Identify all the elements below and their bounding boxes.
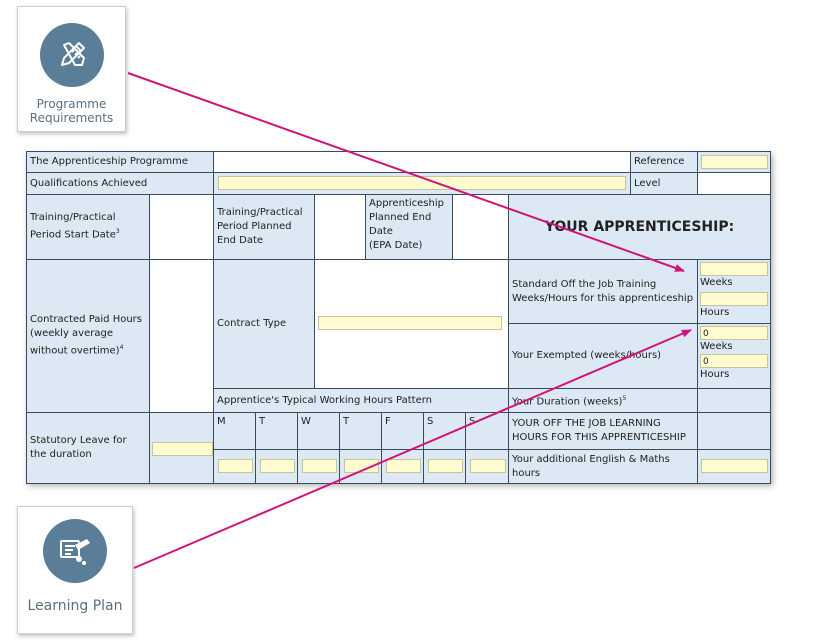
standard-hours-input[interactable] xyxy=(700,292,768,306)
start-date-label: Training/Practical Period Start Date3 xyxy=(26,194,150,260)
planned-end-field[interactable] xyxy=(314,194,366,260)
day-input-tue[interactable] xyxy=(260,459,295,473)
weeks-unit-label: Weeks xyxy=(700,341,733,352)
day-input-wed[interactable] xyxy=(302,459,337,473)
exempted-hours-input[interactable]: 0 xyxy=(700,354,768,368)
start-date-field[interactable] xyxy=(149,194,214,260)
pencil-ruler-icon xyxy=(39,23,104,87)
programme-label: The Apprenticeship Programme xyxy=(26,151,214,173)
reference-label: Reference xyxy=(630,151,698,173)
form-grid: The Apprenticeship Programme Reference Q… xyxy=(26,151,771,484)
day-column-mon: M xyxy=(213,412,256,484)
duration-field[interactable] xyxy=(697,388,771,413)
standard-weeks-input[interactable] xyxy=(700,262,768,276)
hours-unit-label: Hours xyxy=(700,307,730,318)
exempted-cell: 0 Weeks 0 Hours xyxy=(697,323,771,389)
standard-training-cell: Weeks Hours xyxy=(697,259,771,324)
day-column-fri: F xyxy=(381,412,424,484)
day-input-sat[interactable] xyxy=(428,459,463,473)
weeks-unit-label: Weeks xyxy=(700,277,733,288)
day-column-tue: T xyxy=(255,412,298,484)
day-column-wed: W xyxy=(297,412,340,484)
day-input-mon[interactable] xyxy=(218,459,253,473)
statutory-leave-label: Statutory Leave for the duration xyxy=(26,412,150,484)
day-input-sun[interactable] xyxy=(470,459,506,473)
level-field[interactable] xyxy=(697,172,771,195)
exempted-label: Your Exempted (weeks/hours) xyxy=(508,323,698,389)
planned-end-label: Training/Practical Period Planned End Da… xyxy=(213,194,315,260)
duration-label: Your Duration (weeks)5 xyxy=(508,388,698,413)
day-column-sat: S xyxy=(423,412,466,484)
qualifications-input[interactable] xyxy=(218,176,626,190)
epa-label: Apprenticeship Planned End Date(EPA Date… xyxy=(365,194,453,260)
tile-label: Programme Requirements xyxy=(29,97,114,125)
day-column-sun: S xyxy=(465,412,509,484)
day-divider xyxy=(213,449,509,454)
off-job-hours-field[interactable] xyxy=(697,412,771,450)
hours-unit-label: Hours xyxy=(700,369,730,380)
your-apprenticeship-heading: YOUR APPRENTICESHIP: xyxy=(508,194,771,260)
contracted-hours-field[interactable] xyxy=(149,259,214,413)
off-job-hours-label: YOUR OFF THE JOB LEARNING HOURS FOR THIS… xyxy=(508,412,698,450)
epa-field[interactable] xyxy=(452,194,509,260)
day-input-fri[interactable] xyxy=(386,459,421,473)
learning-plan-icon xyxy=(43,519,107,583)
statutory-leave-input[interactable] xyxy=(152,442,213,456)
contract-type-label: Contract Type xyxy=(213,259,315,389)
contract-type-input[interactable] xyxy=(318,316,502,330)
exempted-weeks-input[interactable]: 0 xyxy=(700,326,768,340)
level-label: Level xyxy=(630,172,698,195)
day-column-thu: T xyxy=(339,412,382,484)
tile-label: Learning Plan xyxy=(27,598,123,614)
working-pattern-label: Apprentice's Typical Working Hours Patte… xyxy=(213,388,509,413)
learning-plan-tile[interactable]: Learning Plan xyxy=(17,506,133,634)
programme-field[interactable] xyxy=(213,151,631,173)
qualifications-label: Qualifications Achieved xyxy=(26,172,214,195)
english-maths-input[interactable] xyxy=(701,459,768,473)
english-maths-label: Your additional English & Maths hours xyxy=(508,449,698,484)
programme-requirements-tile[interactable]: Programme Requirements xyxy=(17,6,126,132)
standard-training-label: Standard Off the Job Training Weeks/Hour… xyxy=(508,259,698,324)
day-input-thu[interactable] xyxy=(344,459,379,473)
contracted-hours-label: Contracted Paid Hours (weekly average wi… xyxy=(26,259,150,413)
reference-input[interactable] xyxy=(701,155,768,169)
